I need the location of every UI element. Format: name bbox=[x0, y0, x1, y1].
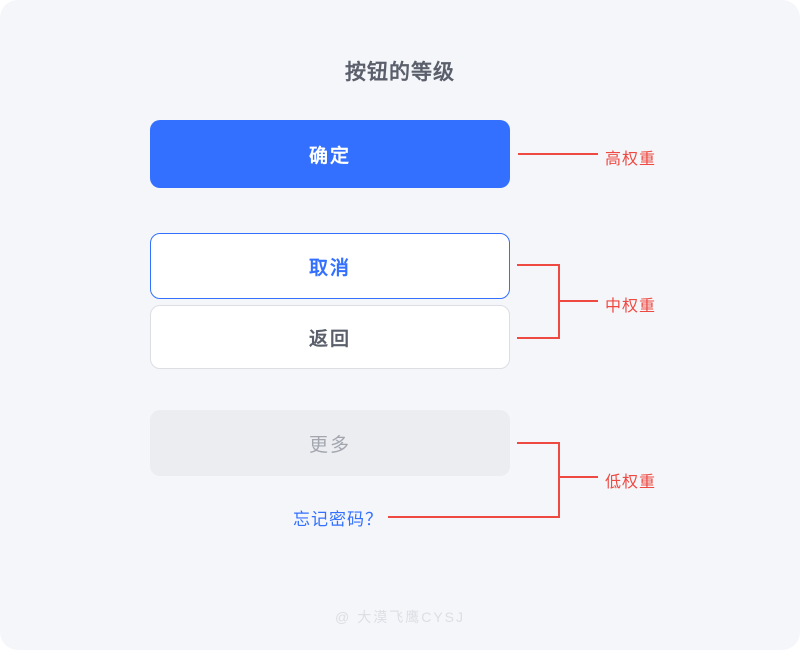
annotation-label-low-weight: 低权重 bbox=[605, 474, 657, 491]
cancel-button-label: 取消 bbox=[308, 257, 351, 279]
cancel-button[interactable]: 取消 bbox=[150, 233, 510, 299]
annotation-label-high-weight: 高权重 bbox=[605, 151, 657, 168]
watermark: @ 大漠飞鹰CYSJ bbox=[0, 607, 800, 627]
watermark-text: 大漠飞鹰CYSJ bbox=[357, 609, 465, 625]
annotation-label-medium-weight: 中权重 bbox=[605, 298, 657, 315]
back-button-label: 返回 bbox=[308, 328, 351, 350]
forgot-password-link[interactable]: 忘记密码？ bbox=[293, 510, 383, 529]
more-button-label: 更多 bbox=[308, 434, 351, 456]
bracket-medium bbox=[517, 264, 560, 339]
back-button[interactable]: 返回 bbox=[150, 305, 510, 369]
watermark-at-icon: @ bbox=[334, 609, 352, 625]
page-title: 按钮的等级 bbox=[345, 61, 455, 84]
more-button[interactable]: 更多 bbox=[150, 410, 510, 476]
confirm-button[interactable]: 确定 bbox=[150, 120, 510, 188]
confirm-button-label: 确定 bbox=[308, 145, 351, 167]
